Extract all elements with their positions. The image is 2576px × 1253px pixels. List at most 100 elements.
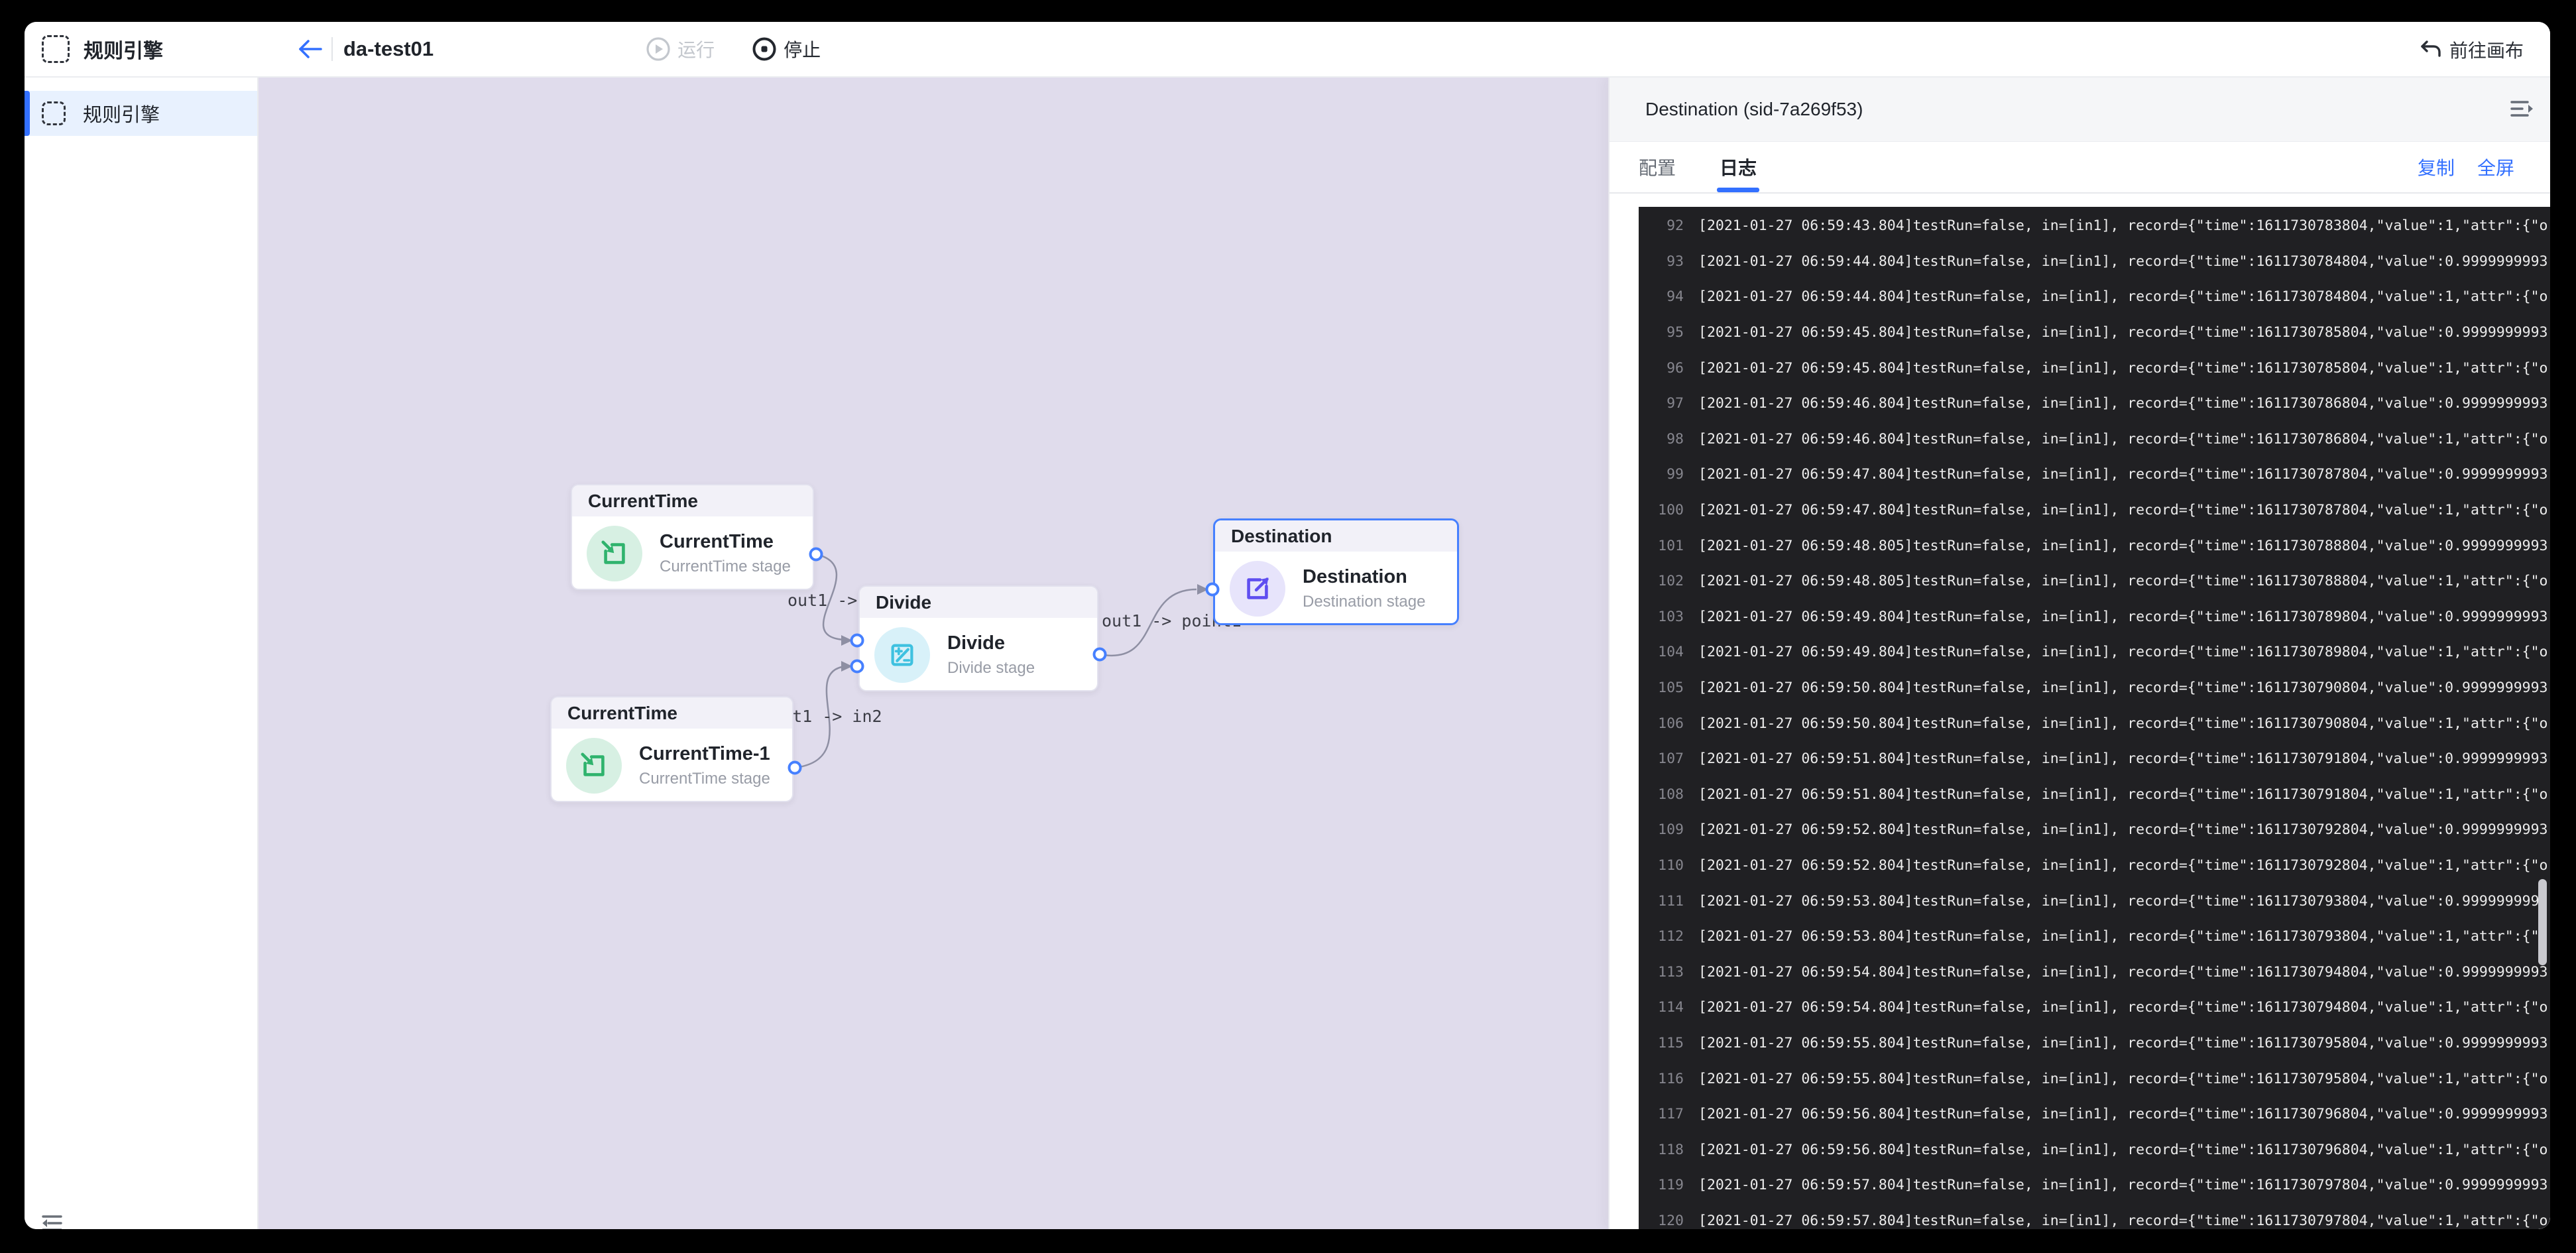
node-subtitle: CurrentTime stage	[660, 557, 791, 575]
log-line-text: [2021-01-27 06:59:53.804]testRun=false, …	[1698, 892, 2548, 910]
node-subtitle: Divide stage	[947, 658, 1035, 677]
fullscreen-logs-button[interactable]: 全屏	[2477, 158, 2514, 178]
node-destination[interactable]: Destination Destination Destination stag…	[1213, 518, 1459, 625]
node-subtitle: Destination stage	[1303, 592, 1426, 611]
app-title: 规则引擎	[84, 40, 163, 62]
log-line: 107[2021-01-27 06:59:51.804]testRun=fals…	[1639, 741, 2550, 777]
log-line: 109 [2021-01-27 06:59:52.804]testRun=fals…	[1639, 812, 2550, 848]
log-line-text: [2021-01-27 06:59:56.804]testRun=false, …	[1698, 1141, 2548, 1158]
app-logo-icon	[42, 35, 70, 63]
goto-canvas-button[interactable]: 前往画布	[2419, 22, 2524, 78]
return-arrow-icon	[2421, 40, 2441, 57]
log-line-text: [2021-01-27 06:59:52.804]testRun=false, …	[1698, 857, 2548, 874]
log-line-number: 98	[1667, 430, 1684, 448]
node-currenttime-1[interactable]: CurrentTime CurrentTime-1 CurrentTime st…	[550, 696, 793, 802]
log-line: 94[2021-01-27 06:59:44.804]testRun=false…	[1639, 279, 2550, 315]
log-line: 100[2021-01-27 06:59:47.804]testRun=fals…	[1639, 493, 2550, 528]
log-line: 120[2021-01-27 06:59:57.804]testRun=fals…	[1639, 1203, 2550, 1229]
log-line: 106 [2021-01-27 06:59:50.804]testRun=fals…	[1639, 705, 2550, 741]
app-window: out1 -> in1 out1 -> in2 out1 -> point1 C…	[25, 22, 2550, 1229]
log-line-text: [2021-01-27 06:59:50.804]testRun=false, …	[1698, 715, 2548, 732]
log-line: 96 [2021-01-27 06:59:45.804]testRun=false…	[1639, 350, 2550, 386]
log-line-number: 120	[1658, 1212, 1684, 1229]
log-line-text: [2021-01-27 06:59:54.804]testRun=false, …	[1698, 963, 2548, 981]
log-line-number: 107	[1658, 750, 1684, 768]
log-line-number: 96	[1667, 359, 1684, 377]
log-line: 101[2021-01-27 06:59:48.805]testRun=fals…	[1639, 528, 2550, 564]
log-line: 119 [2021-01-27 06:59:57.804]testRun=fals…	[1639, 1167, 2550, 1203]
log-line-text: [2021-01-27 06:59:44.804]testRun=false, …	[1698, 253, 2548, 270]
node-header: Destination	[1215, 520, 1457, 552]
stop-button[interactable]: 停止	[752, 36, 821, 62]
log-line-number: 99	[1667, 466, 1684, 483]
stop-circle-icon	[752, 37, 776, 61]
log-line-number: 92	[1667, 217, 1684, 235]
log-line-text: [2021-01-27 06:59:52.804]testRun=false, …	[1698, 821, 2548, 839]
log-line: 93 [2021-01-27 06:59:44.804]testRun=false…	[1639, 244, 2550, 280]
detail-panel: Destination (sid-7a269f53) 配置 日志 复制 全屏	[1608, 78, 2550, 1229]
flow-name: da-test01	[343, 37, 434, 60]
log-line-number: 114	[1658, 999, 1684, 1016]
copy-logs-button[interactable]: 复制	[2417, 158, 2455, 178]
log-line-text: [2021-01-27 06:59:49.804]testRun=false, …	[1698, 644, 2548, 661]
log-line-text: [2021-01-27 06:59:55.804]testRun=false, …	[1698, 1034, 2548, 1051]
collapse-sidebar-icon[interactable]	[41, 1213, 66, 1229]
top-header: 规则引擎 da-test01 运行	[25, 22, 2550, 78]
node-header: CurrentTime	[572, 485, 813, 516]
node-title: Divide	[947, 632, 1006, 654]
log-line-number: 112	[1658, 928, 1684, 945]
toolbar-divider	[331, 37, 333, 61]
log-line-number: 104	[1658, 644, 1684, 661]
rule-engine-icon	[42, 101, 66, 125]
log-line-number: 109	[1658, 821, 1684, 839]
tab-logs[interactable]: 日志	[1720, 158, 1757, 178]
collapse-panel-icon[interactable]	[2509, 96, 2536, 123]
active-tab-indicator	[1717, 188, 1759, 192]
log-line-number: 117	[1658, 1106, 1684, 1123]
log-line-number: 115	[1658, 1034, 1684, 1051]
sidebar-item-rule-engine[interactable]: 规则引擎	[25, 91, 257, 136]
back-button[interactable]	[297, 36, 323, 62]
console-scrollbar-thumb[interactable]	[2538, 879, 2547, 965]
log-line-number: 93	[1667, 253, 1684, 270]
log-line: 92[2021-01-27 06:59:43.804]testRun=false…	[1639, 208, 2550, 244]
log-line-number: 113	[1658, 963, 1684, 981]
log-line-number: 119	[1658, 1177, 1684, 1194]
log-line-number: 110	[1658, 857, 1684, 874]
log-line-text: [2021-01-27 06:59:50.804]testRun=false, …	[1698, 680, 2548, 697]
log-line-number: 111	[1658, 892, 1684, 910]
tab-config[interactable]: 配置	[1639, 158, 1676, 178]
node-header: CurrentTime	[552, 697, 792, 729]
log-line-text: [2021-01-27 06:59:45.804]testRun=false, …	[1698, 324, 2548, 341]
log-line-number: 108	[1658, 786, 1684, 803]
log-line: 117[2021-01-27 06:59:56.804]testRun=fals…	[1639, 1097, 2550, 1132]
log-line-number: 97	[1667, 395, 1684, 412]
divide-icon	[874, 626, 930, 683]
node-header: Divide	[860, 587, 1097, 618]
log-line-number: 103	[1658, 608, 1684, 625]
log-line: 99[2021-01-27 06:59:47.804]testRun=false…	[1639, 457, 2550, 493]
run-button[interactable]: 运行	[646, 36, 715, 62]
log-line: 97 [2021-01-27 06:59:46.804]testRun=false…	[1639, 386, 2550, 422]
log-line-text: [2021-01-27 06:59:53.804]testRun=false, …	[1698, 928, 2548, 945]
log-line: 103[2021-01-27 06:59:49.804]testRun=fals…	[1639, 599, 2550, 635]
node-currenttime[interactable]: CurrentTime CurrentTime CurrentTime stag…	[571, 484, 814, 590]
log-line-text: [2021-01-27 06:59:46.804]testRun=false, …	[1698, 395, 2548, 412]
log-console: 92[2021-01-27 06:59:43.804]testRun=false…	[1639, 207, 2550, 1229]
log-line-number: 100	[1658, 502, 1684, 519]
log-line-text: [2021-01-27 06:59:45.804]testRun=false, …	[1698, 359, 2548, 377]
log-line: 111 [2021-01-27 06:59:53.804]testRun=fals…	[1639, 883, 2550, 919]
log-line-text: [2021-01-27 06:59:55.804]testRun=false, …	[1698, 1070, 2548, 1087]
log-line-number: 101	[1658, 537, 1684, 554]
currenttime-icon	[587, 525, 642, 581]
log-line: 105[2021-01-27 06:59:50.804]testRun=fals…	[1639, 670, 2550, 706]
log-line-number: 116	[1658, 1070, 1684, 1087]
sidebar-item-label: 规则引擎	[83, 105, 160, 126]
node-subtitle: CurrentTime stage	[639, 769, 770, 788]
log-line-number: 106	[1658, 715, 1684, 732]
log-line-number: 94	[1667, 288, 1684, 306]
node-divide[interactable]: Divide Divide Divide stage	[858, 585, 1098, 691]
log-line-text: [2021-01-27 06:59:57.804]testRun=false, …	[1698, 1177, 2548, 1194]
log-line: 98[2021-01-27 06:59:46.804]testRun=false…	[1639, 422, 2550, 457]
app-logo-zone: 规则引擎	[25, 22, 259, 76]
